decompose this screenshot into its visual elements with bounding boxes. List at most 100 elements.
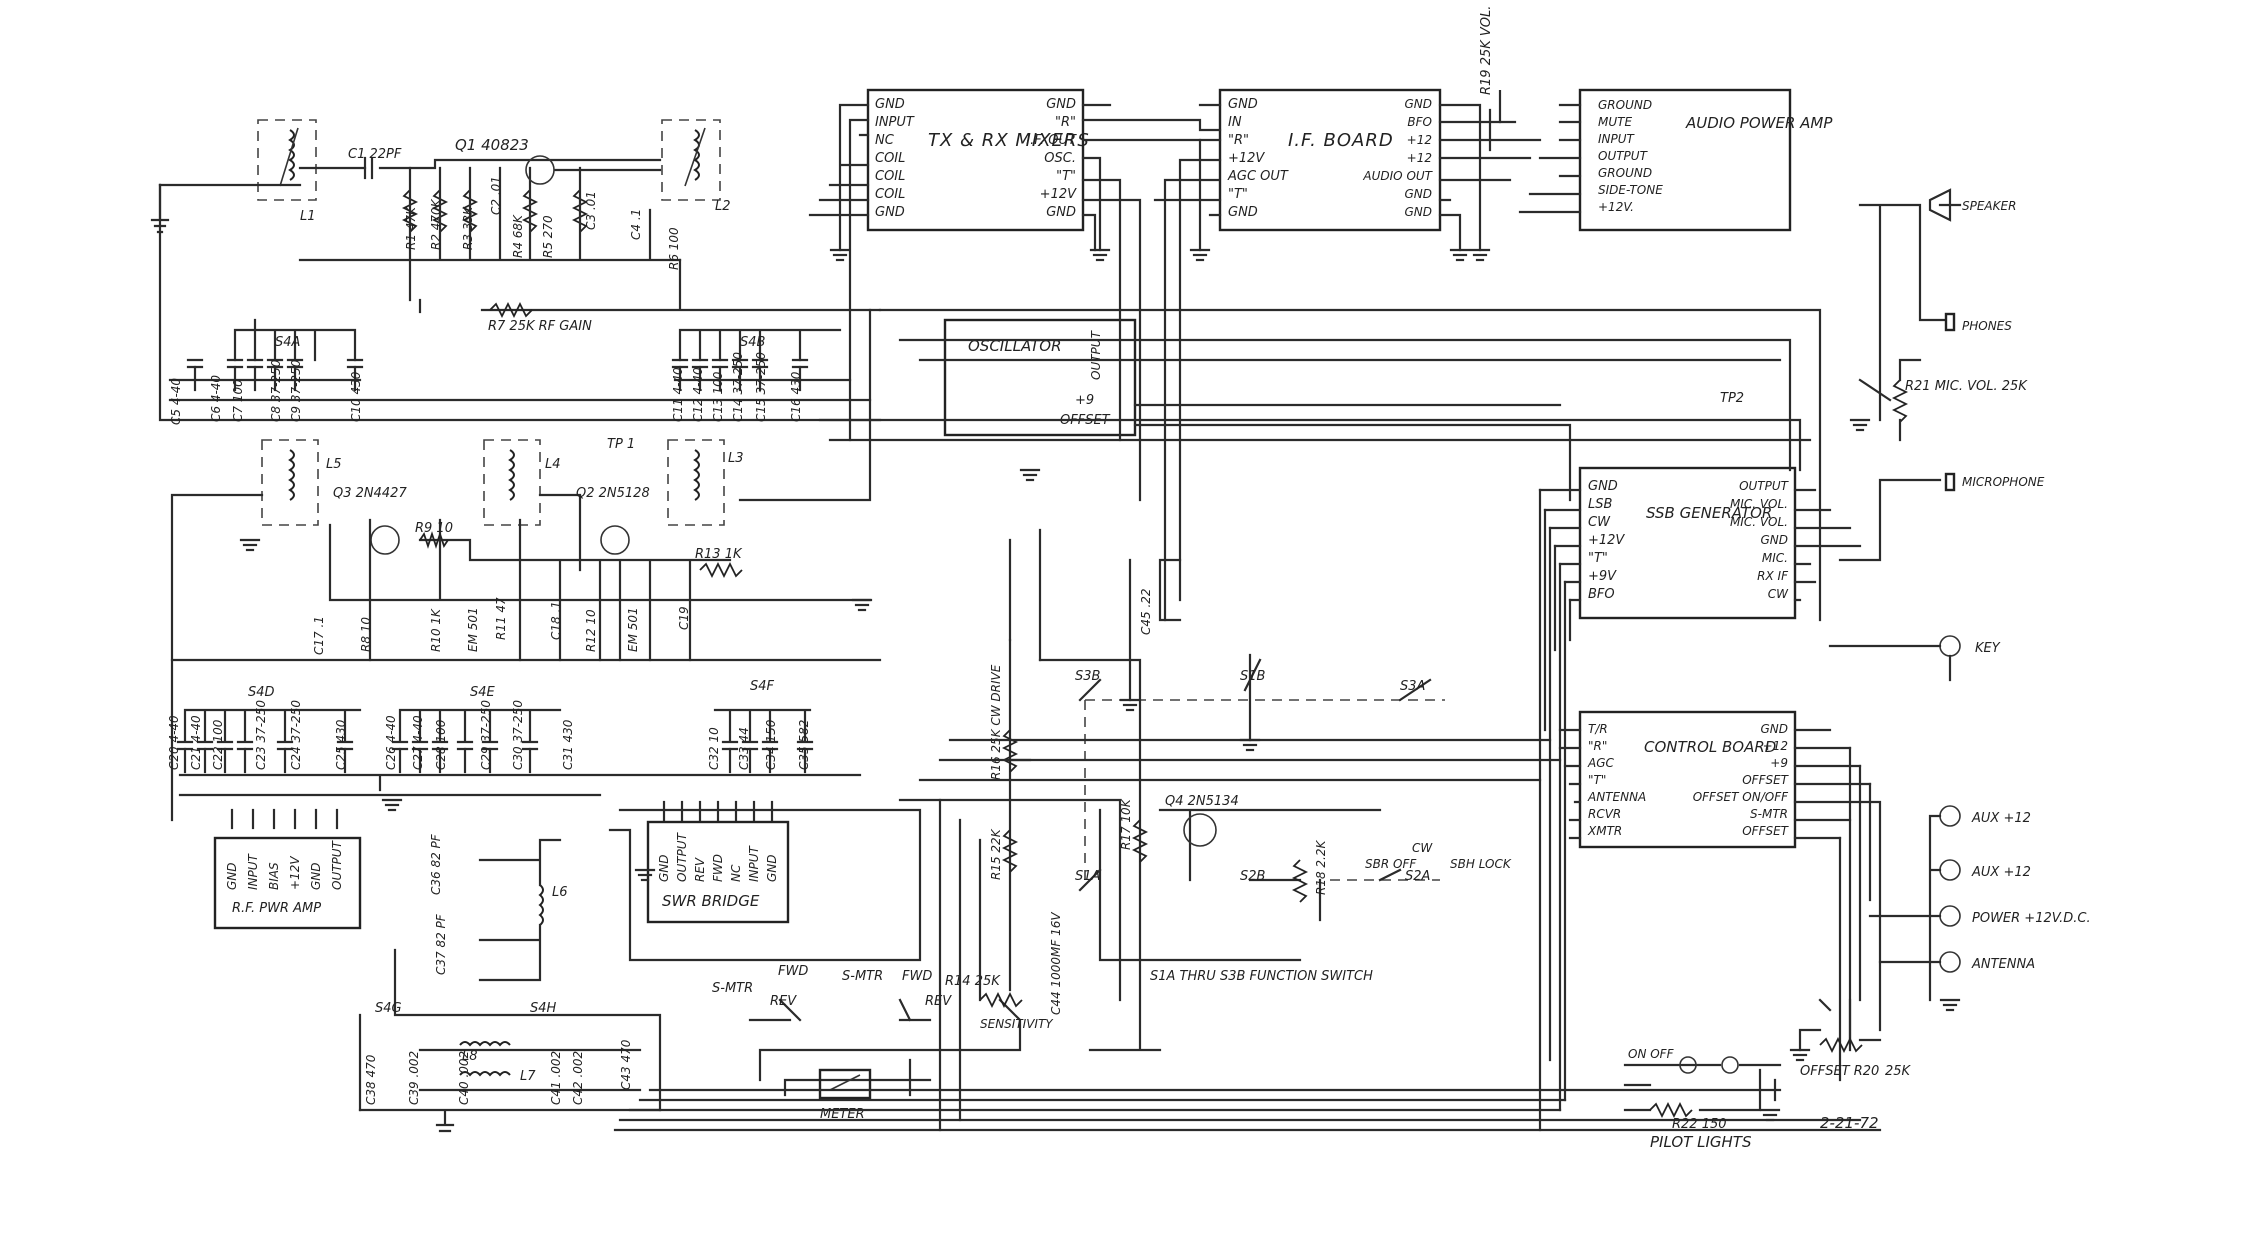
band-switch-s4d-s4f	[176, 708, 862, 797]
ssb-left-pin-2: CW	[1588, 515, 1611, 530]
r16-label: R16 25K CW DRIVE	[989, 664, 1003, 780]
c34-label: C34 150	[764, 719, 778, 770]
ssb-left-pin-3: +12V	[1588, 533, 1625, 548]
l1-label: L1	[300, 209, 316, 224]
s2b-label: S2B	[1240, 869, 1266, 884]
c41-label: C41 .002	[549, 1051, 563, 1105]
rf-amp-pin-4: GND	[309, 862, 323, 890]
ssb-left-pin-0: GND	[1588, 479, 1618, 494]
rev1-label: REV	[770, 994, 797, 1009]
l7-label: L7	[520, 1069, 536, 1084]
tp1-label: TP 1	[607, 437, 635, 452]
r15-label: R15 22K	[989, 828, 1003, 880]
audio-pin-0: GROUND	[1598, 98, 1652, 112]
ssb-right-pin-4: MIC.	[1762, 551, 1788, 565]
r13-label: R13 1K	[695, 547, 743, 562]
interconnect-wiring	[608, 90, 1882, 1132]
mixers-right-pin-3: OSC.	[1044, 151, 1076, 166]
pilot-lights	[1623, 1056, 1782, 1119]
l2-label: L2	[715, 199, 731, 214]
if-board-title: I.F. BOARD	[1288, 130, 1394, 151]
ssb-right-pin-3: GND	[1760, 533, 1788, 547]
mixers-right-pin-6: GND	[1046, 205, 1076, 220]
aux2-label: AUX +12	[1971, 865, 2031, 880]
speaker-label: SPEAKER	[1962, 199, 2016, 213]
c12-label: C12 4-40	[691, 367, 705, 422]
audio-pin-4: GROUND	[1598, 166, 1652, 180]
key-label: KEY	[1975, 641, 2001, 656]
r8-label: R8 10	[359, 617, 373, 652]
s4e-label: S4E	[470, 685, 496, 700]
rf-amp-pin-0: GND	[225, 862, 239, 890]
audio-pin-1: MUTE	[1598, 115, 1632, 129]
ground-symbols	[239, 248, 1961, 1122]
swr-pin-1: OUTPUT	[675, 831, 689, 882]
control-board-title: CONTROL BOARD	[1644, 738, 1776, 756]
s-mtr1-label: S-MTR	[712, 981, 753, 996]
c38-label: C38 470	[364, 1054, 378, 1105]
c26-label: C26 4-40	[384, 715, 398, 770]
mixers-right-pin-0: GND	[1046, 97, 1076, 112]
tp2-label: TP2	[1720, 391, 1744, 406]
l8-label: L8	[462, 1049, 478, 1064]
c11-label: C11 4-40	[671, 367, 685, 422]
r18-label: R18 2.2K	[1314, 839, 1328, 895]
if-left-pin-5: "T"	[1228, 187, 1248, 202]
r17-label: R17 10K	[1119, 798, 1133, 850]
ssb-right-pin-0: OUTPUT	[1739, 479, 1790, 493]
em501a-label: EM 501	[466, 607, 480, 652]
c30-label: C30 37-250	[511, 700, 525, 770]
s1a-label: S1A	[1075, 869, 1100, 884]
control-left-pin-6: XMTR	[1587, 824, 1622, 838]
oscillator-plus9: +9	[1075, 393, 1094, 408]
sbr-label: SBR OFF	[1365, 857, 1417, 871]
mixers-right-pin-1: "R"	[1055, 115, 1076, 130]
control-right-pin-3: OFFSET	[1742, 773, 1789, 787]
c16-label: C16 430	[789, 371, 803, 422]
control-left-pin-0: T/R	[1588, 722, 1608, 736]
audio-amp-title: AUDIO POWER AMP	[1685, 114, 1833, 132]
r10-label: R10 1K	[429, 608, 443, 652]
c20-label: C20 4-40	[167, 715, 181, 770]
metering-area	[748, 991, 1023, 1100]
swr-pin-0: GND	[657, 854, 671, 882]
c31-label: C31 430	[561, 719, 575, 770]
audio-pin-2: INPUT	[1598, 132, 1636, 146]
audio-amp-module: GROUNDMUTEINPUTOUTPUTGROUNDSIDE-TONE+12V…	[1578, 88, 1833, 232]
c1-label: C1 22PF	[348, 147, 402, 162]
aux1-label: AUX +12	[1971, 811, 2031, 826]
cw-label: CW	[1412, 841, 1433, 855]
if-left-pin-1: IN	[1228, 115, 1242, 130]
jack-panel	[1798, 188, 1962, 1054]
oscillator-title: OSCILLATOR	[968, 337, 1062, 355]
ssb-left-pin-5: +9V	[1588, 569, 1617, 584]
c2-label: C2 .01	[489, 176, 503, 215]
s4f-label: S4F	[750, 679, 775, 694]
function-switch-label: S1A THRU S3B FUNCTION SWITCH	[1150, 969, 1373, 984]
c35-label: C35 582	[797, 720, 811, 770]
c23-label: C23 37-250	[254, 700, 268, 770]
rev2-label: REV	[925, 994, 952, 1009]
swr-pin-3: FWD	[711, 854, 725, 882]
control-right-pin-4: OFFSET ON/OFF	[1693, 790, 1789, 804]
if-left-pin-3: +12V	[1228, 151, 1265, 166]
s3a-label: S3A	[1400, 679, 1425, 694]
control-left-pin-2: AGC	[1587, 756, 1615, 770]
c45-label: C45 .22	[1139, 588, 1153, 635]
if-right-pin-3: +12	[1407, 151, 1432, 165]
r9-label: R9 10	[415, 521, 453, 536]
control-right-pin-1: +12	[1763, 739, 1788, 753]
ssb-right-pin-1: MIC. VOL.	[1730, 497, 1788, 511]
s3b-label: S3B	[1075, 669, 1101, 684]
mixers-left-pin-5: COIL	[875, 187, 905, 202]
c43-label: C43 470	[619, 1039, 633, 1090]
oscillator-module: OSCILLATOR OUTPUT +9 OFFSET	[943, 318, 1137, 437]
c14-label: C14 37-250	[731, 352, 745, 422]
phones-label: PHONES	[1962, 319, 2012, 333]
rf-amp-pin-5: OUTPUT	[330, 839, 344, 890]
r22-label: R22 150	[1672, 1117, 1727, 1132]
